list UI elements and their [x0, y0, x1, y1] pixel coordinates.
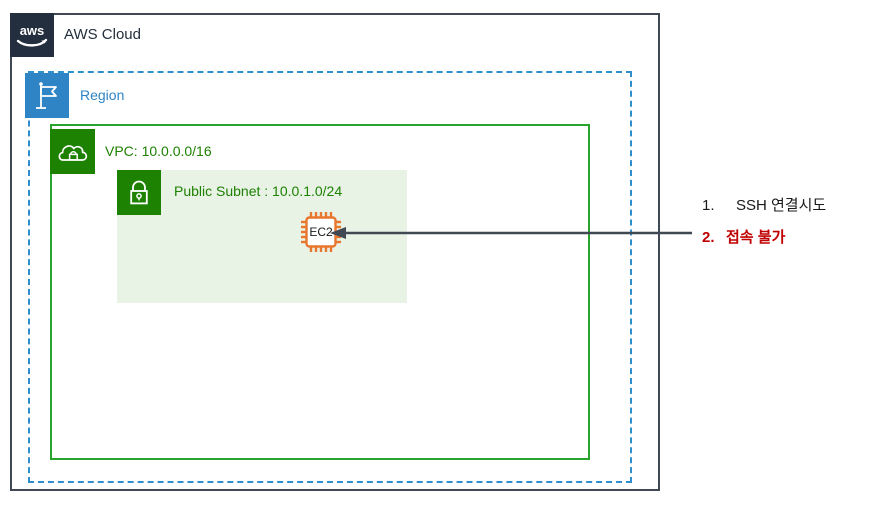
subnet-padlock-icon — [117, 170, 161, 215]
vpc-label: VPC: 10.0.0.0/16 — [105, 143, 212, 159]
annotation-number-2: 2. — [702, 229, 715, 246]
annotation-list: 1. SSH 연결시도 2. 접속 불가 — [702, 194, 870, 247]
region-label: Region — [80, 87, 125, 103]
region-boundary — [28, 71, 632, 483]
aws-cloud-label: AWS Cloud — [64, 26, 141, 43]
subnet-label: Public Subnet : 10.0.1.0/24 — [174, 183, 343, 199]
annotation-text-2: 접속 불가 — [726, 229, 786, 246]
ec2-chip-icon — [301, 212, 341, 252]
arrow-left-icon — [330, 227, 692, 239]
annotation-item-1: 1. SSH 연결시도 — [702, 194, 870, 215]
vpc-boundary — [50, 124, 590, 460]
svg-text:aws: aws — [20, 23, 45, 38]
annotation-number-1: 1. — [702, 197, 715, 214]
public-subnet-boundary — [117, 170, 407, 303]
region-flag-icon — [25, 73, 69, 118]
annotation-item-2: 2. 접속 불가 — [702, 226, 870, 247]
vpc-cloud-lock-icon — [50, 129, 95, 174]
aws-logo-icon: aws — [10, 13, 54, 57]
annotation-text-1: SSH 연결시도 — [736, 197, 827, 214]
